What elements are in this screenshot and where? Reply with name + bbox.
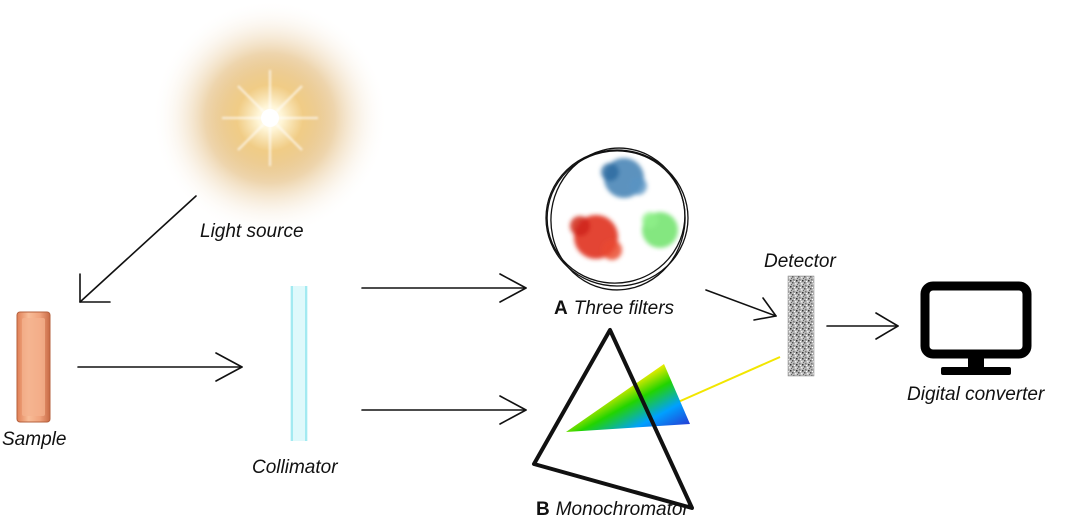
- prism: [532, 328, 694, 510]
- red-filter: [570, 215, 622, 260]
- three-filters: [545, 147, 689, 291]
- arrow-collimator-to-filters: [361, 273, 527, 303]
- label-b-letter: B: [536, 499, 550, 520]
- label-detector: Detector: [764, 251, 836, 272]
- arrow-sample-to-collimator: [77, 352, 243, 382]
- arrow-filters-to-detector: [705, 289, 777, 321]
- label-sample: Sample: [2, 429, 67, 450]
- arrow-light-to-sample: [79, 195, 197, 303]
- monitor-icon: [920, 281, 1032, 375]
- blue-filter: [601, 158, 647, 198]
- light-source: [152, 0, 388, 236]
- sample-cuvette: [16, 311, 51, 423]
- detector: [787, 275, 815, 377]
- monochromator: [532, 328, 781, 510]
- label-monochromator-text: Monochromator: [555, 499, 689, 520]
- label-light-source: Light source: [200, 221, 304, 242]
- label-collimator: Collimator: [252, 457, 338, 478]
- arrow-collimator-to-monochromator: [361, 395, 527, 425]
- spectrum-fan: [566, 364, 690, 432]
- label-digital-converter: Digital converter: [907, 384, 1045, 405]
- collimator: [290, 286, 308, 441]
- label-three-filters-text: Three filters: [573, 298, 675, 319]
- green-filter: [642, 212, 678, 248]
- arrow-detector-to-converter: [826, 312, 899, 340]
- label-a-letter: A: [554, 298, 568, 319]
